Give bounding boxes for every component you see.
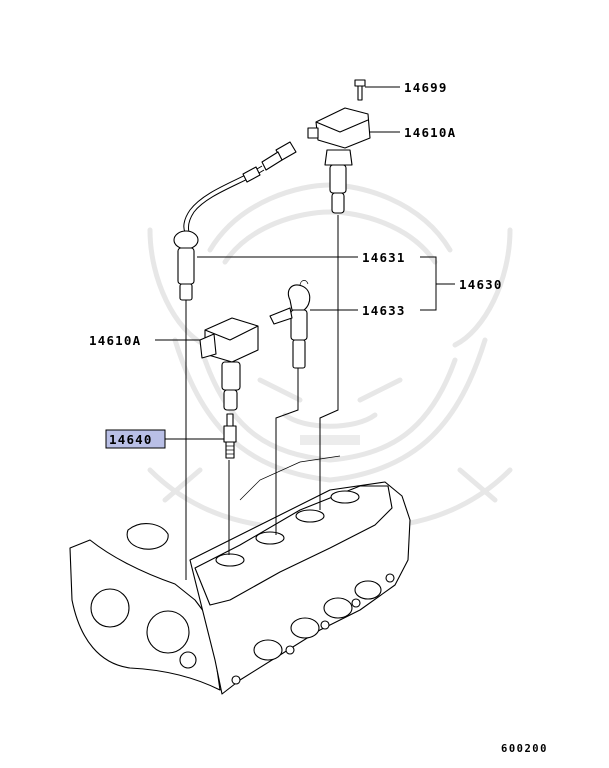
cylinder-head <box>69 455 411 695</box>
bolt-part <box>354 79 366 101</box>
leader-lines <box>155 86 455 580</box>
ignition-coil-lower <box>199 317 259 411</box>
callout-14610a-lower[interactable]: 14610A <box>89 333 141 348</box>
spark-plug-wire-14631 <box>173 141 297 301</box>
highlight-box <box>105 429 166 449</box>
callout-14633[interactable]: 14633 <box>362 303 406 318</box>
callout-14610a-upper[interactable]: 14610A <box>404 125 456 140</box>
callout-14631[interactable]: 14631 <box>362 250 406 265</box>
coil-wire-14633 <box>269 280 311 369</box>
callout-14640[interactable]: 14640 <box>109 432 153 447</box>
spark-plug <box>223 413 237 459</box>
figure-code: 600200 <box>501 743 548 755</box>
callout-14630[interactable]: 14630 <box>459 277 503 292</box>
ignition-coil-upper <box>307 107 371 214</box>
watermark-logo <box>147 182 513 533</box>
callout-14699[interactable]: 14699 <box>404 80 448 95</box>
